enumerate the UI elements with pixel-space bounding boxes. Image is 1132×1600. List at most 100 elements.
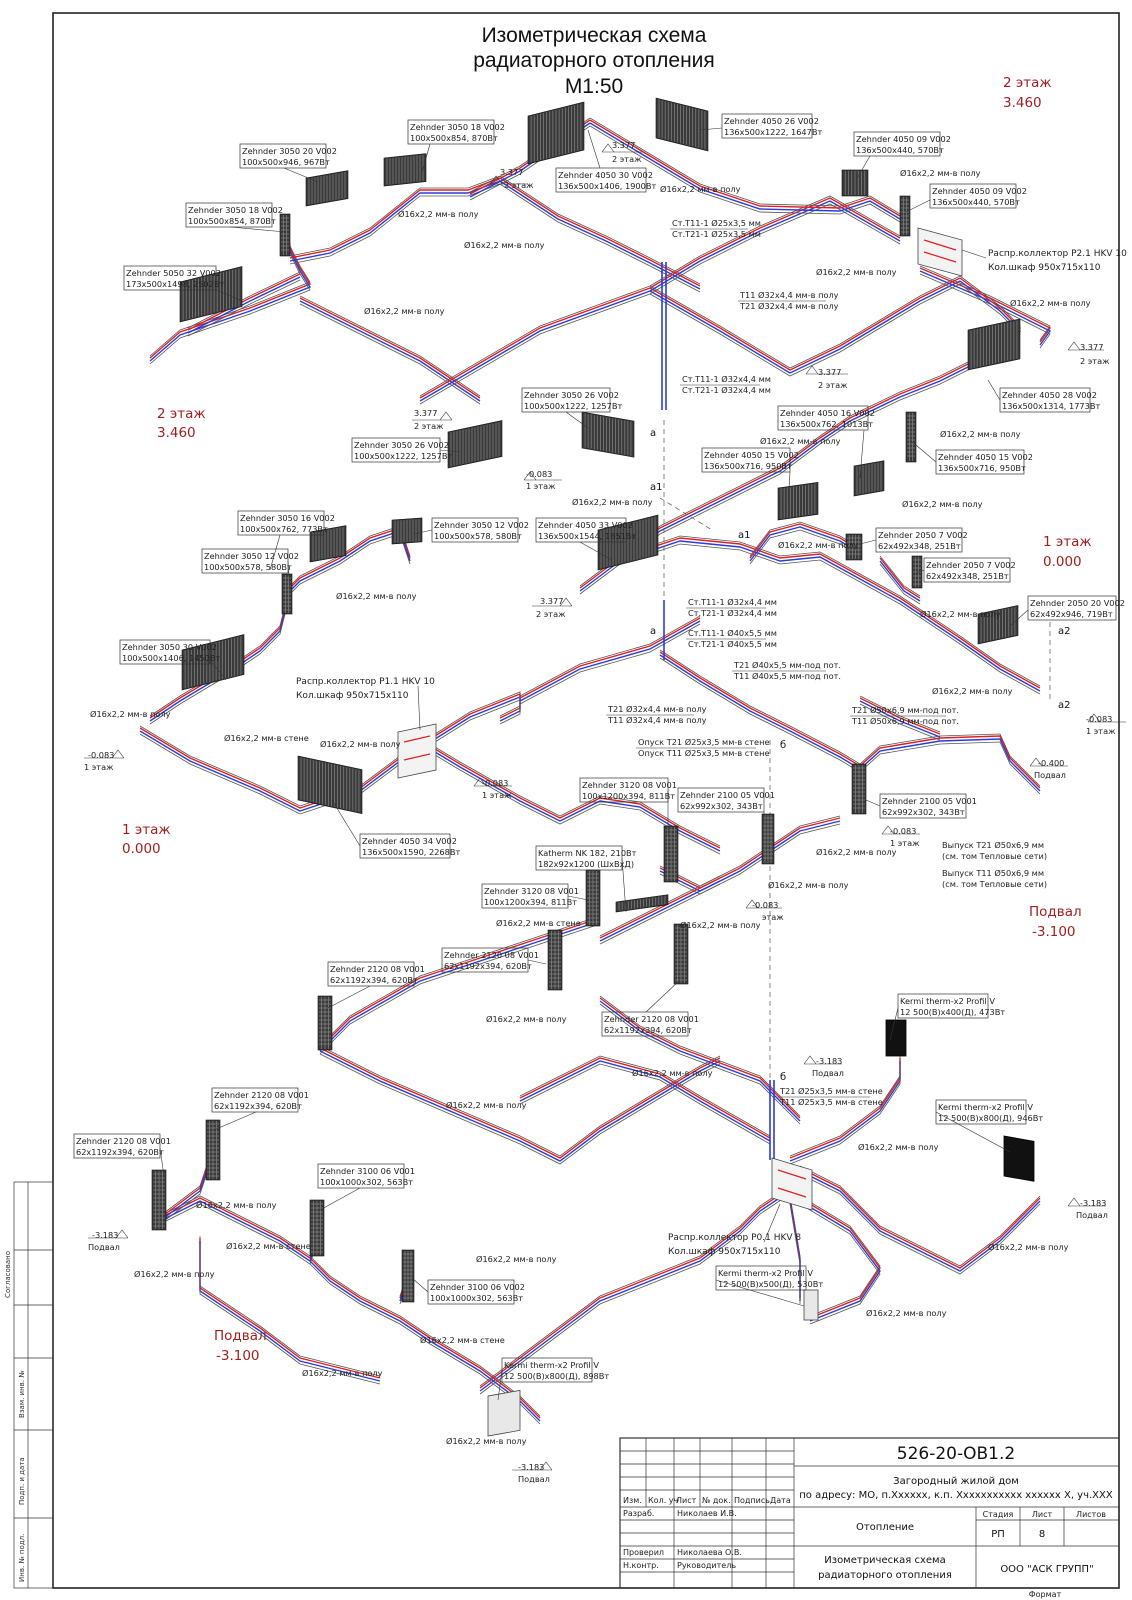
svg-text:Kermi therm-x2 Profil V: Kermi therm-x2 Profil V <box>900 996 995 1006</box>
pipe-run <box>519 1055 771 1145</box>
radiator <box>597 514 659 571</box>
svg-text:-0.083: -0.083 <box>752 900 778 910</box>
svg-text:62x1192x394, 620Вт: 62x1192x394, 620Вт <box>76 1147 164 1157</box>
pipe-note: Т21 Ø32х4,4 мм-в полу <box>739 301 839 311</box>
pipe-label: Ø16х2,2 мм-в полу <box>768 880 849 890</box>
level-name: 2 этаж <box>157 406 206 422</box>
pipe-label: Ø16х2,2 мм-в полу <box>320 739 401 749</box>
pipe-note: Т11 Ø32х4,4 мм-в полу <box>739 290 839 300</box>
radiator <box>305 170 349 207</box>
pipe-label: Ø16х2,2 мм-в полу <box>134 1269 215 1279</box>
svg-text:62x1192x394, 620Вт: 62x1192x394, 620Вт <box>444 961 532 971</box>
svg-text:Kermi therm-x2 Profil V: Kermi therm-x2 Profil V <box>504 1360 599 1370</box>
svg-text:62x492x946, 719Вт: 62x492x946, 719Вт <box>1030 609 1113 619</box>
svg-text:Zehnder 3100 06 V002: Zehnder 3100 06 V002 <box>430 1282 525 1292</box>
pipe-network <box>139 117 1052 1425</box>
svg-text:1 этаж: 1 этаж <box>84 762 114 772</box>
pipe-note: Т21 Ø25х3,5 мм-в стене <box>779 1086 883 1096</box>
svg-text:Zehnder 3050 26 V002: Zehnder 3050 26 V002 <box>354 440 449 450</box>
tb-drawing-line1: Изометрическая схема <box>824 1555 945 1566</box>
level-value: 3.460 <box>1003 95 1042 111</box>
pipe-label: Ø16х2,2 мм-в полу <box>336 591 417 601</box>
pipe-label: Ø16х2,2 мм-в стене <box>226 1241 311 1251</box>
level-name: Подвал <box>1029 904 1082 920</box>
pipe-label: Ø16х2,2 мм-в полу <box>778 540 859 550</box>
svg-text:2 этаж: 2 этаж <box>536 609 566 619</box>
tb-object-line1: Загородный жилой дом <box>893 1476 1019 1487</box>
svg-text:Zehnder 2100 05 V001: Zehnder 2100 05 V001 <box>882 796 977 806</box>
svg-text:Kermi therm-x2 Profil V: Kermi therm-x2 Profil V <box>718 1268 813 1278</box>
radiator <box>383 153 427 187</box>
pipe-run <box>199 1236 381 1385</box>
svg-text:100x1200x394, 811Вт: 100x1200x394, 811Вт <box>484 897 577 907</box>
svg-text:Zehnder 5050 32 V002: Zehnder 5050 32 V002 <box>126 268 221 278</box>
riser-mark: а2 <box>1058 700 1071 711</box>
svg-text:62x1192x394, 620Вт: 62x1192x394, 620Вт <box>214 1101 302 1111</box>
tb-section: Отопление <box>856 1522 914 1533</box>
svg-text:-0.083: -0.083 <box>88 750 114 760</box>
radiator <box>391 517 423 545</box>
svg-text:62x992x302, 343Вт: 62x992x302, 343Вт <box>680 801 763 811</box>
pipe-label: Ø16х2,2 мм-в полу <box>1010 298 1091 308</box>
pipe-label: Ø16х2,2 мм-в полу <box>988 1242 1069 1252</box>
riser-mark: б <box>780 1072 786 1083</box>
svg-text:Zehnder 4050 09 V002: Zehnder 4050 09 V002 <box>856 134 951 144</box>
svg-text:3.377: 3.377 <box>1080 342 1103 352</box>
manifold-p1-1 <box>397 723 437 779</box>
radiator-label: Kermi therm-x2 Profil V12 500(В)x800(Д),… <box>501 1357 609 1383</box>
svg-text:Подвал: Подвал <box>1034 770 1066 780</box>
radiator <box>663 825 679 883</box>
svg-text:Zehnder 3050 12 V002: Zehnder 3050 12 V002 <box>434 520 529 530</box>
svg-text:Zehnder 3120 08 V001: Zehnder 3120 08 V001 <box>582 780 677 790</box>
svg-text:100x500x1222, 1257Вт: 100x500x1222, 1257Вт <box>524 401 622 411</box>
pipe-label: Ø16х2,2 мм-в полу <box>196 1200 277 1210</box>
svg-text:62x492x348, 251Вт: 62x492x348, 251Вт <box>926 571 1009 581</box>
pipe-label: Ø16х2,2 мм-в полу <box>486 1014 567 1024</box>
svg-text:136x500x1222, 1647Вт: 136x500x1222, 1647Вт <box>724 127 822 137</box>
pipe-run <box>879 555 921 605</box>
svg-text:173x500x1498, 2502Вт: 173x500x1498, 2502Вт <box>126 279 224 289</box>
svg-text:100x500x854, 870Вт: 100x500x854, 870Вт <box>188 216 276 226</box>
svg-text:136x500x716, 950Вт: 136x500x716, 950Вт <box>938 463 1026 473</box>
elevation-mark: -0.083 1 этаж <box>84 749 125 772</box>
svg-text:Zehnder 3050 16 V002: Zehnder 3050 16 V002 <box>240 513 335 523</box>
pipe-note: Т11 Ø40х5,5 мм-под пот. <box>733 671 841 681</box>
level-name: 1 этаж <box>1043 534 1092 550</box>
pipe-run <box>519 615 701 705</box>
svg-text:-3.183: -3.183 <box>92 1230 118 1240</box>
svg-text:Zehnder 2050 20 V002: Zehnder 2050 20 V002 <box>1030 598 1125 608</box>
riser-mark: а1 <box>738 530 751 541</box>
radiator <box>585 869 601 927</box>
manifold-label: Кол.шкаф 950х715х110 <box>668 1247 781 1257</box>
pipe-label: Ø16х2,2 мм-в полу <box>900 168 981 178</box>
pipe-label: Ø16х2,2 мм-в полу <box>302 1368 383 1378</box>
pipe-label: Ø16х2,2 мм-в полу <box>90 709 171 719</box>
pipe-label: Ø16х2,2 мм-в полу <box>476 1254 557 1264</box>
svg-text:136x500x716, 950Вт: 136x500x716, 950Вт <box>704 461 792 471</box>
svg-text:3.377: 3.377 <box>500 167 523 177</box>
pipe-note: Опуск Т21 Ø25х3,5 мм-в стене <box>638 737 769 747</box>
radiator <box>853 460 885 497</box>
tb-role: Разраб. <box>623 1509 654 1518</box>
svg-text:100x1200x394, 811Вт: 100x1200x394, 811Вт <box>582 791 675 801</box>
radiator <box>547 929 563 991</box>
radiator <box>487 1389 521 1437</box>
radiator <box>803 1289 819 1321</box>
tb-company: ООО "АСК ГРУПП" <box>1000 1564 1093 1575</box>
svg-text:Zehnder 4050 26 V002: Zehnder 4050 26 V002 <box>724 116 819 126</box>
svg-text:100x500x854, 870Вт: 100x500x854, 870Вт <box>410 133 498 143</box>
